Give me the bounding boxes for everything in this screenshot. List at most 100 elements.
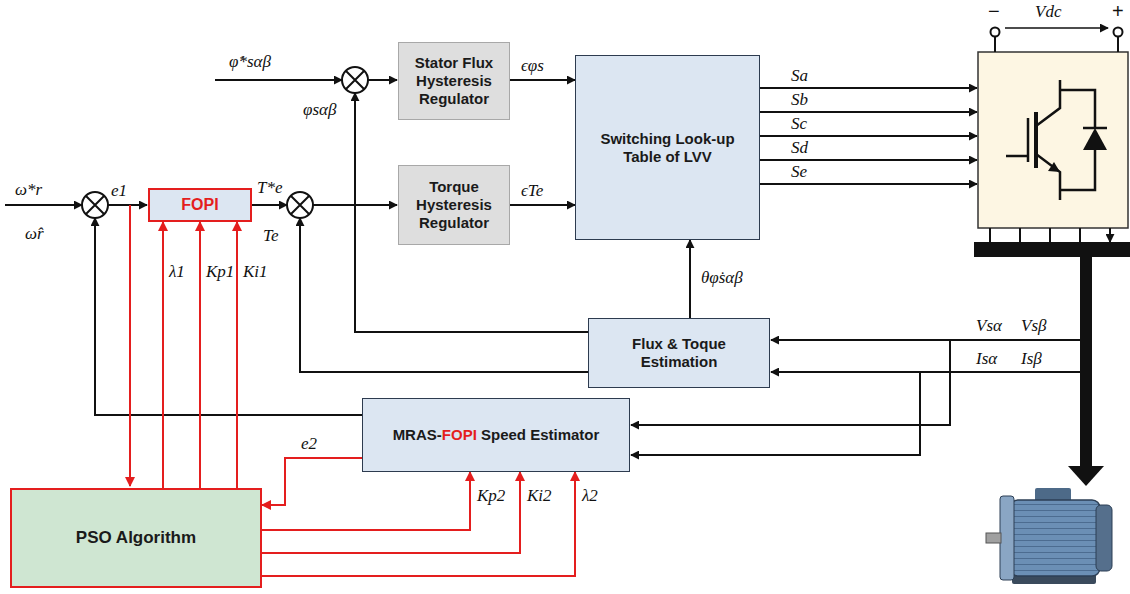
- estimator-box: MRAS-FOPI Speed Estimator: [362, 398, 630, 472]
- summing-junction: [287, 192, 313, 218]
- signal-label: −: [987, 0, 1001, 23]
- regulator-box: Stator Flux Hysteresis Regulator: [398, 42, 510, 120]
- inverter: [1006, 80, 1107, 200]
- node-text: Stator Flux Hysteresis Regulator: [407, 54, 501, 108]
- signal-connector: [510, 79, 575, 81]
- signal-label: Sc: [790, 114, 808, 134]
- signal-label: Sb: [790, 90, 809, 110]
- phase-bus: [975, 243, 1130, 256]
- induction-motor: [1010, 500, 1100, 576]
- signal-connector: [510, 204, 575, 206]
- signal-label: ω*r: [14, 180, 43, 200]
- signal-connector: [689, 240, 691, 318]
- node-text: PSO Algorithm: [76, 528, 196, 548]
- summing-junction: [82, 67, 368, 218]
- node-text: FOPI: [181, 195, 218, 214]
- inverter: [1006, 155, 1028, 158]
- node-text: Switching Look-up Table of LVV: [584, 130, 751, 166]
- signal-label: +: [1111, 0, 1125, 23]
- inverter: [1034, 112, 1038, 168]
- inverter: [1005, 27, 1108, 29]
- signal-connector: [262, 472, 575, 576]
- signal-wire: [760, 87, 977, 89]
- signal-wire: [215, 79, 342, 81]
- estimator-box: Flux & Toque Estimation: [588, 318, 770, 388]
- inverter: [1083, 128, 1107, 150]
- signal-connector: [236, 222, 238, 488]
- signal-label: ω̂r: [24, 224, 45, 244]
- signal-connector: [199, 222, 201, 488]
- inverter: [1060, 150, 1095, 190]
- inverter: [1036, 80, 1060, 126]
- signal-connector: [162, 222, 164, 488]
- summing-junction: [346, 71, 364, 89]
- inverter: [995, 36, 1118, 52]
- highlight-text: FOPI: [442, 426, 477, 443]
- signal-label: φsαβ: [302, 100, 337, 120]
- signal-wire: [300, 218, 588, 372]
- summing-junction: [342, 67, 368, 93]
- connector-label: λ1: [168, 262, 186, 282]
- signal-label: Vsα: [975, 316, 1003, 336]
- signal-wire: [355, 93, 588, 332]
- induction-motor: [986, 488, 1112, 584]
- signal-wire: [760, 111, 977, 113]
- connector-label: λ2: [581, 486, 599, 506]
- signal-connector: [262, 472, 470, 530]
- signal-wire: [5, 80, 1080, 455]
- regulator-box: Torque Hysteresis Regulator: [398, 165, 510, 245]
- text-part: Speed Estimator: [477, 426, 600, 443]
- signal-wire: [760, 159, 977, 161]
- signal-label: Vdc: [1034, 2, 1062, 22]
- inverter: [978, 52, 1128, 228]
- signal-wire: [771, 339, 1080, 341]
- signal-wire: [252, 204, 287, 206]
- signal-label: Sd: [790, 138, 809, 158]
- connector-label: Kp2: [476, 486, 506, 506]
- signal-label: Vsβ: [1020, 316, 1047, 336]
- connector-label: ϵφs: [520, 56, 545, 76]
- summing-junction: [82, 192, 108, 218]
- connector-label: Ki1: [242, 262, 269, 282]
- inverter: [1114, 28, 1123, 37]
- signal-label: Sa: [790, 66, 809, 86]
- node-text: Torque Hysteresis Regulator: [407, 178, 501, 232]
- inverter: [1060, 90, 1095, 128]
- phase-bus: [1080, 256, 1092, 468]
- node-text: MRAS-FOPI Speed Estimator: [393, 426, 600, 444]
- induction-motor: [1096, 505, 1112, 571]
- signal-connector: [262, 472, 520, 553]
- signal-connector: [262, 458, 362, 505]
- signal-wire: [368, 79, 397, 81]
- connector-label: ϵTe: [520, 181, 544, 201]
- summing-junction: [86, 196, 104, 214]
- induction-motor: [1000, 496, 1014, 580]
- signal-label: Se: [790, 162, 808, 182]
- node-text: Flux & Toque Estimation: [597, 335, 761, 371]
- signal-label: Isα: [975, 349, 998, 369]
- connector-label: Kp1: [205, 262, 235, 282]
- text-part: MRAS-: [393, 426, 442, 443]
- signal-wire: [108, 204, 147, 206]
- signal-wire: [631, 340, 950, 425]
- inverter: [978, 28, 1128, 229]
- signal-wire: [771, 371, 1080, 373]
- signal-wire: [760, 135, 977, 137]
- inverter: [1036, 154, 1060, 200]
- signal-wire: [5, 204, 82, 206]
- signal-label: e1: [110, 181, 128, 201]
- signal-label: Te: [262, 226, 279, 246]
- lookup-table-box: Switching Look-up Table of LVV: [575, 55, 760, 240]
- inverter: [1048, 162, 1060, 172]
- connector-label: e2: [300, 434, 318, 454]
- signal-label: Isβ: [1020, 349, 1043, 369]
- error-tap-wire: [129, 205, 131, 486]
- phase-bus: [1068, 466, 1104, 486]
- optimizer-box: PSO Algorithm: [10, 488, 262, 588]
- connector-label: Ki2: [526, 486, 553, 506]
- signal-label: φ̇*sαβ: [228, 52, 272, 72]
